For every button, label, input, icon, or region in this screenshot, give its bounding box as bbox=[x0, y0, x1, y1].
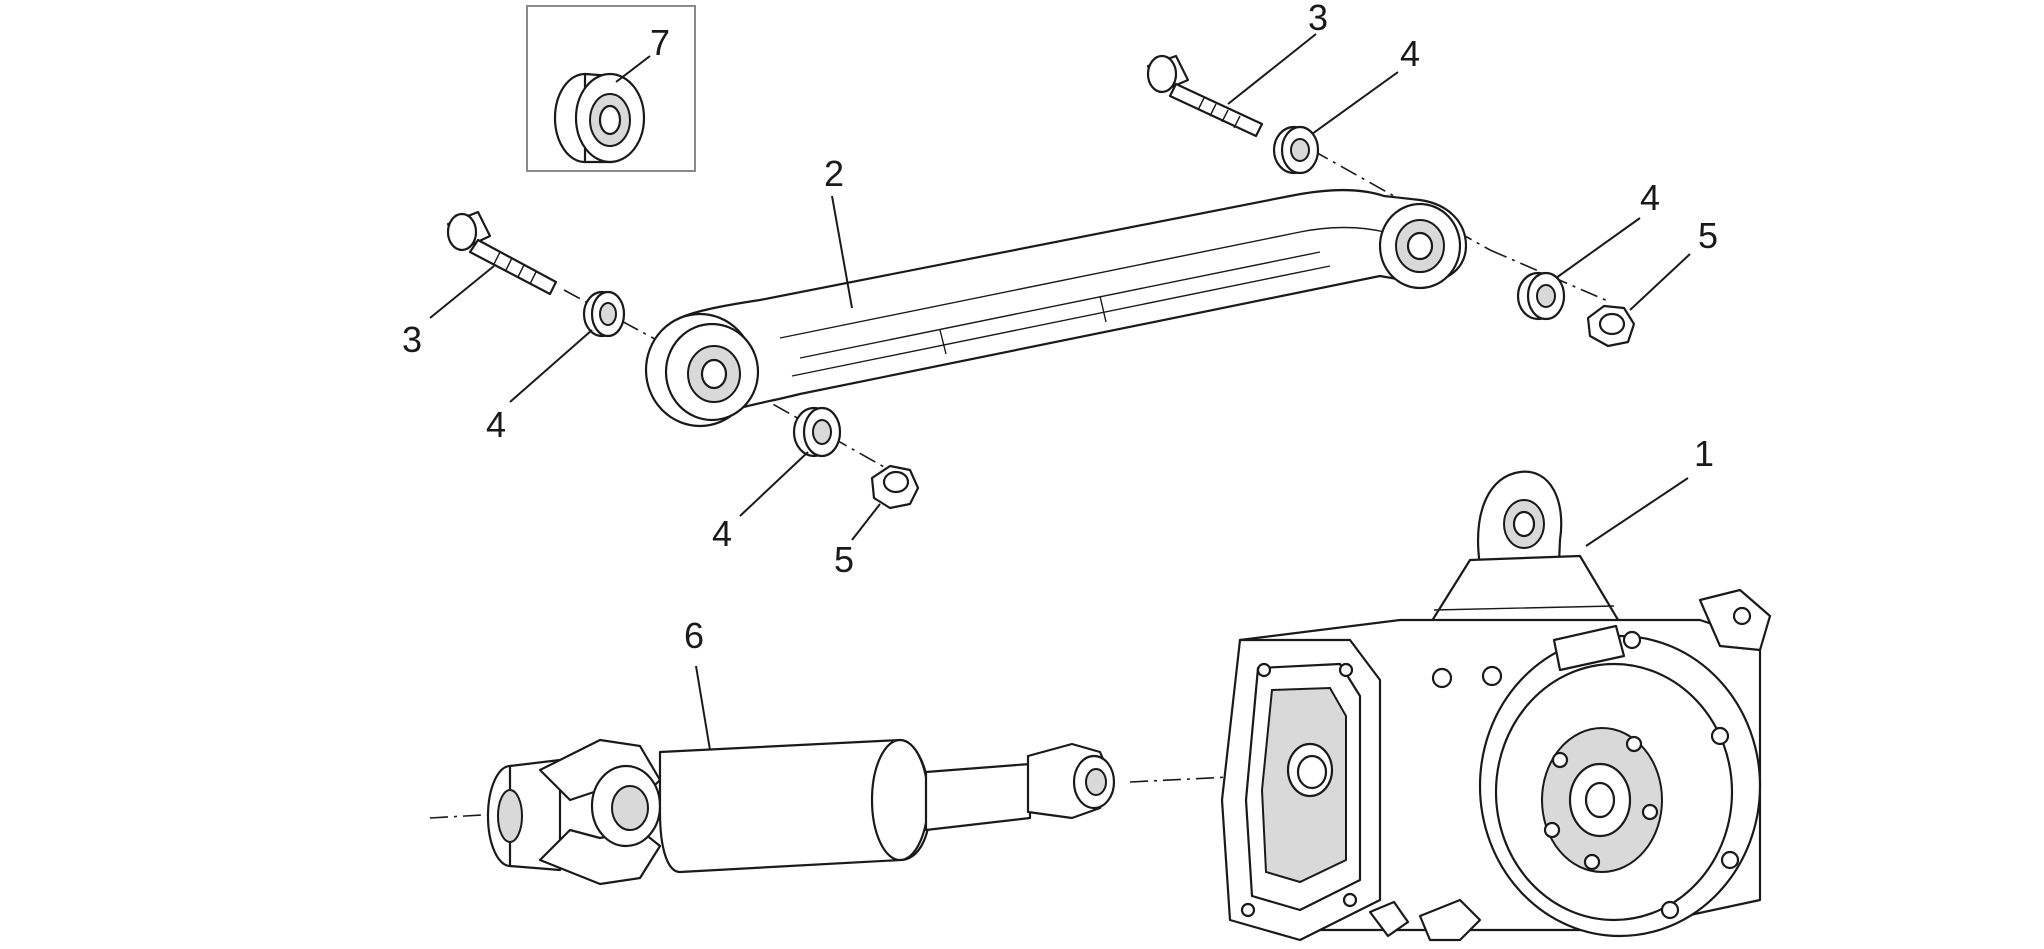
nut-lower bbox=[870, 464, 920, 510]
drive-shaft bbox=[486, 738, 1116, 886]
final-drive-housing bbox=[1220, 470, 1772, 942]
callout-7: 7 bbox=[650, 22, 670, 63]
leader-5-right bbox=[1629, 253, 1691, 311]
callout-4-lower: 4 bbox=[712, 513, 732, 554]
callout-3-left: 3 bbox=[402, 319, 422, 360]
leader-4-left bbox=[509, 329, 593, 403]
callout-4-right: 4 bbox=[1640, 177, 1660, 218]
callout-2: 2 bbox=[824, 153, 844, 194]
linkage-rod bbox=[644, 188, 1468, 428]
callout-3-right: 3 bbox=[1308, 0, 1328, 38]
leader-6 bbox=[695, 665, 711, 751]
leader-7 bbox=[615, 55, 651, 83]
nut-right bbox=[1586, 304, 1636, 348]
bolt-right bbox=[1146, 54, 1264, 138]
leader-3-right bbox=[1227, 33, 1317, 105]
bolt-left bbox=[446, 210, 558, 296]
leader-3-left bbox=[429, 265, 495, 319]
washer-top-right bbox=[1272, 125, 1320, 175]
bearing-icon bbox=[553, 72, 646, 164]
leader-4-top-right bbox=[1311, 71, 1399, 135]
callout-4-top-right: 4 bbox=[1400, 33, 1420, 74]
callout-1: 1 bbox=[1694, 433, 1714, 474]
callout-5-right: 5 bbox=[1698, 215, 1718, 256]
washer-right bbox=[1516, 271, 1566, 321]
leader-4-right bbox=[1555, 217, 1641, 279]
callout-4-left: 4 bbox=[486, 404, 506, 445]
washer-lower bbox=[792, 406, 842, 458]
inset-frame bbox=[526, 5, 696, 172]
leader-4-lower bbox=[739, 451, 809, 517]
callout-6: 6 bbox=[684, 615, 704, 656]
callout-5-lower: 5 bbox=[834, 539, 854, 580]
leader-1 bbox=[1585, 477, 1689, 547]
leader-2 bbox=[831, 195, 853, 309]
inset-bearing: 7 bbox=[526, 5, 696, 172]
leader-5-lower bbox=[851, 503, 881, 541]
washer-left bbox=[582, 290, 626, 338]
